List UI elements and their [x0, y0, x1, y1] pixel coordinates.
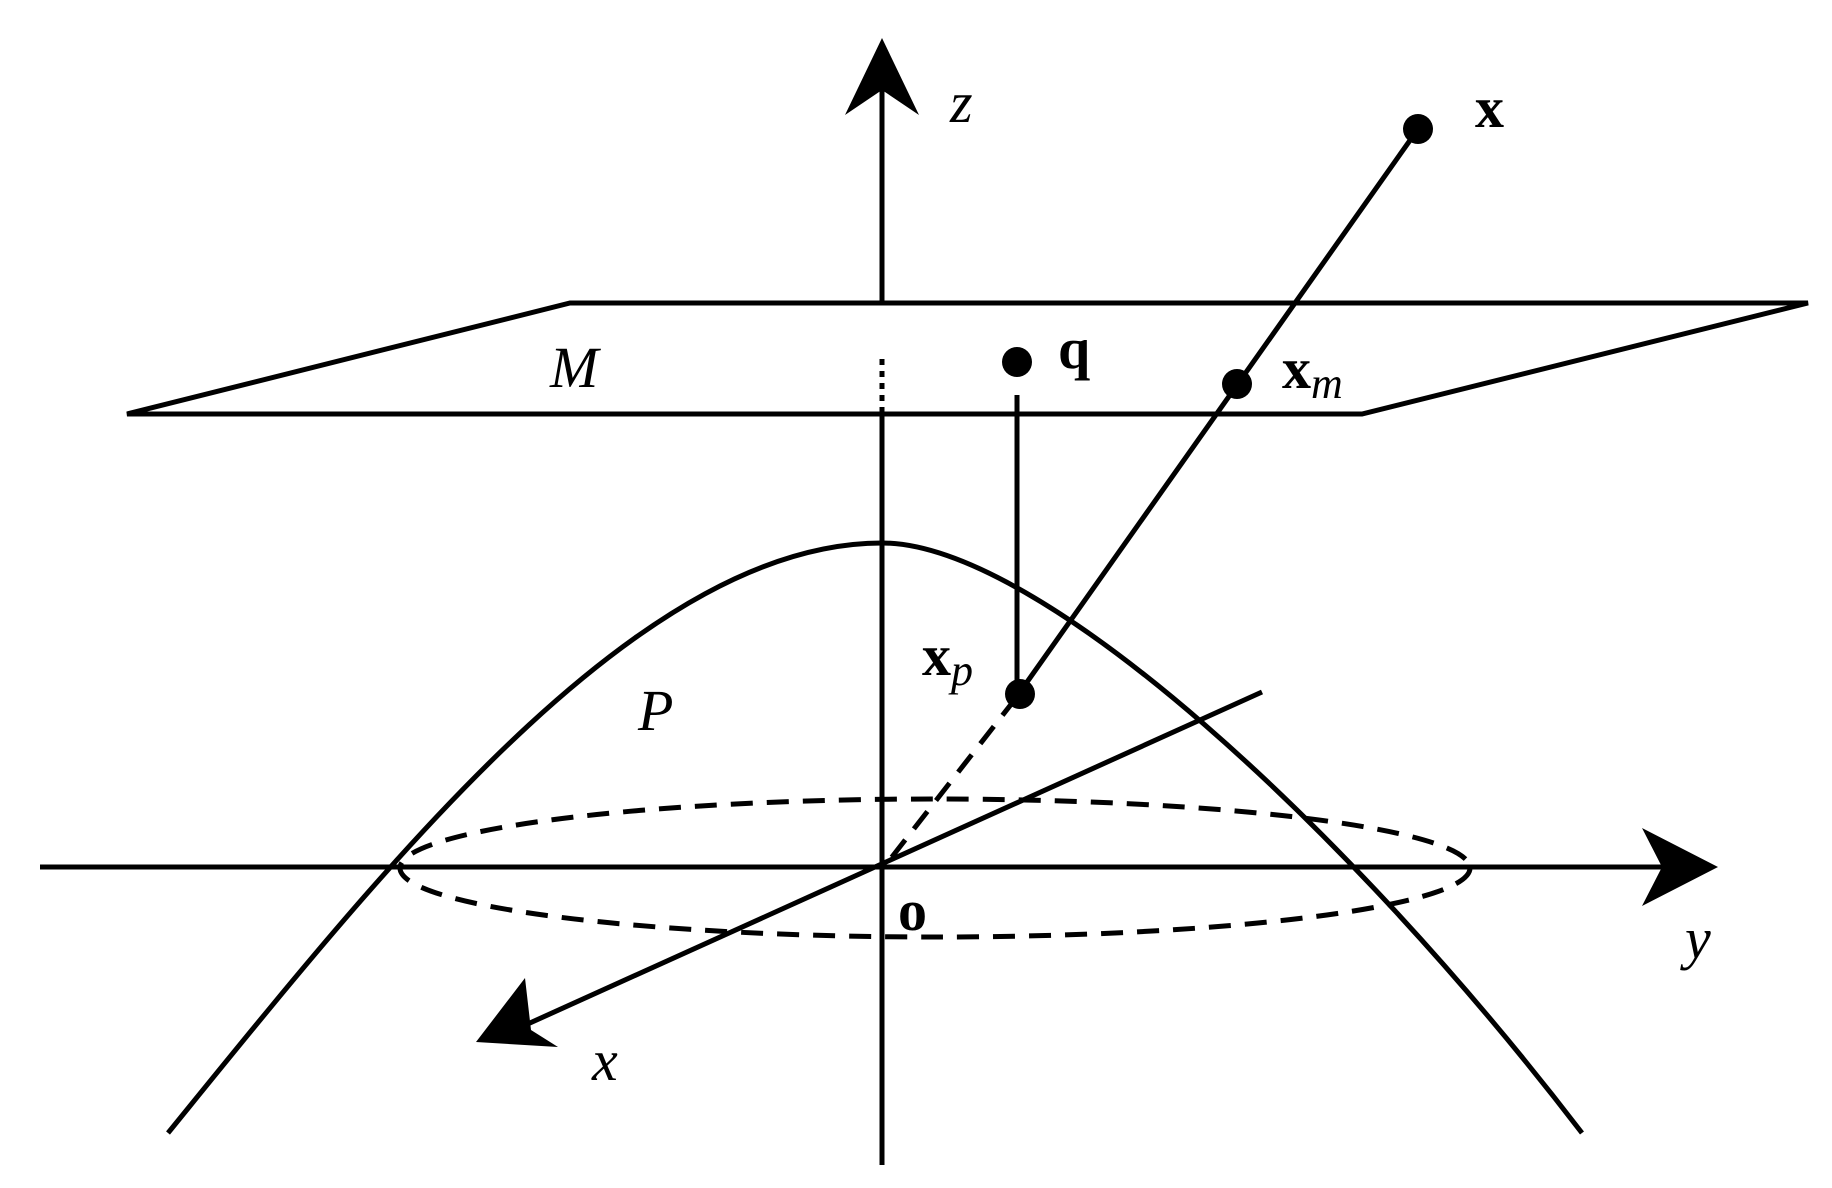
dashed-line-xp-to-origin — [886, 696, 1018, 864]
paraboloid-p-label: P — [637, 678, 673, 743]
plane-m-label: M — [549, 335, 601, 400]
x-axis-label: x — [591, 1028, 618, 1093]
point-xm-marker — [1222, 369, 1252, 399]
base-ellipse — [397, 796, 1473, 940]
point-xm-label: xm — [1282, 336, 1343, 408]
plane-m — [126, 300, 1809, 417]
z-axis-arrowhead — [845, 38, 919, 115]
x-axis-arrowhead — [476, 978, 558, 1047]
projection-line-x-to-xp — [1017, 127, 1421, 694]
point-xm-label-base: x — [1282, 336, 1311, 401]
point-x-marker — [1403, 114, 1433, 144]
origin-label: o — [898, 878, 927, 943]
point-xp-label-subscript: p — [948, 646, 973, 695]
point-xp-label: xp — [922, 623, 973, 695]
point-xp-marker — [1005, 679, 1035, 709]
z-axis-label: z — [949, 70, 973, 135]
point-xm-label-subscript: m — [1311, 359, 1343, 408]
y-axis-arrowhead — [1642, 828, 1718, 906]
y-axis-label: y — [1680, 906, 1711, 971]
point-x-label: x — [1475, 75, 1504, 140]
point-q-marker — [1002, 347, 1032, 377]
paraboloid-profile-curve — [166, 540, 1584, 1135]
point-q-label: q — [1058, 316, 1090, 381]
point-xp-label-base: x — [922, 623, 951, 688]
x-axis-line — [508, 689, 1264, 1035]
